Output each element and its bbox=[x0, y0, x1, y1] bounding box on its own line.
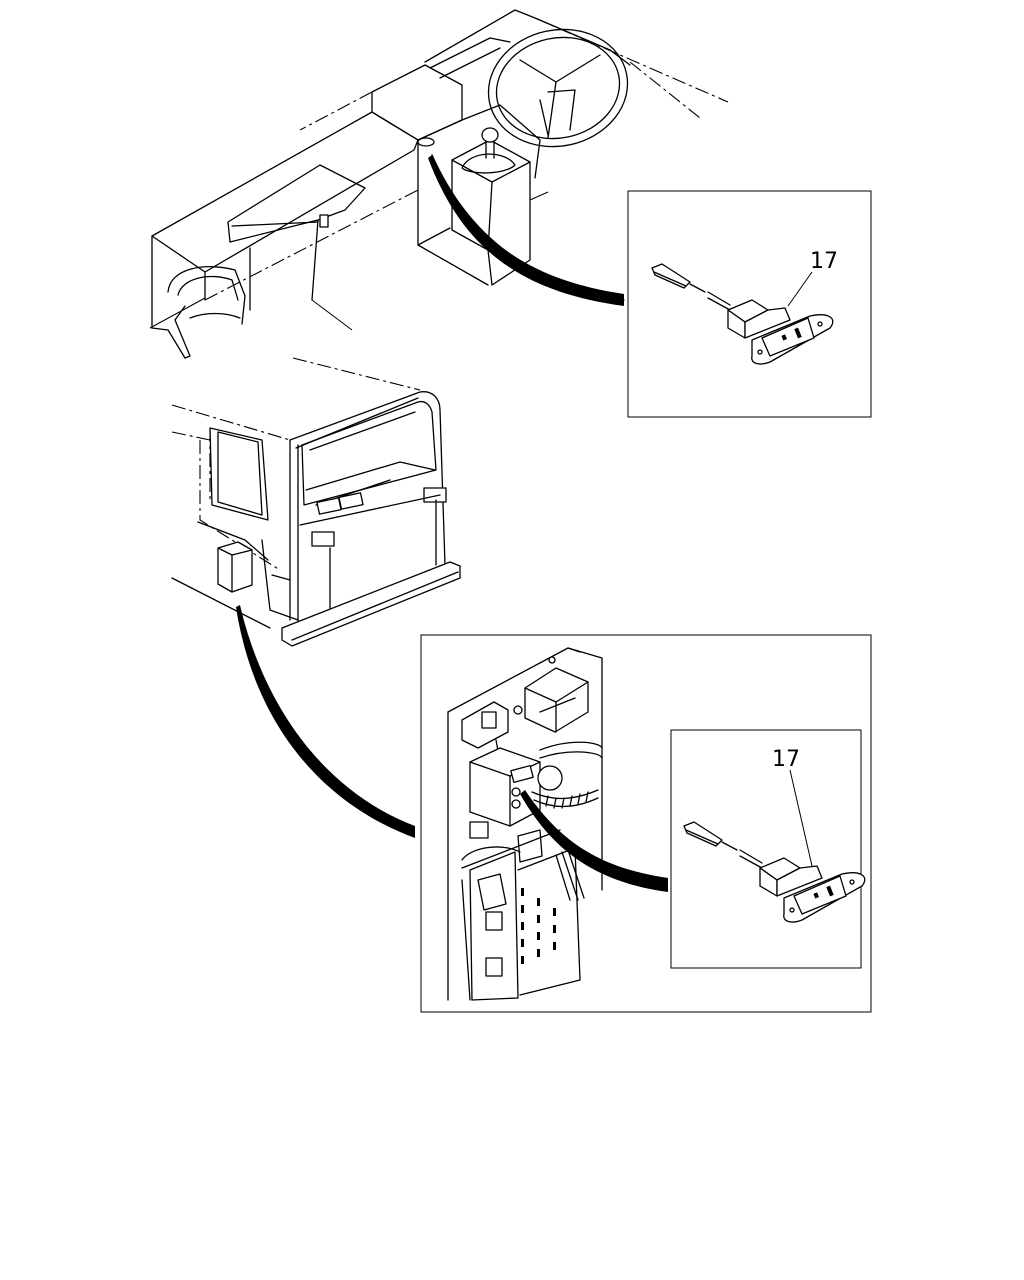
detail-box-fuse-panel bbox=[420, 634, 872, 1013]
fuse-terminals bbox=[521, 888, 556, 964]
part-number-17-label-inset: 17 bbox=[772, 747, 800, 772]
detail-inset-fusebox-switch: 17 bbox=[670, 729, 866, 969]
detail-box-dashboard-switch: 17 bbox=[627, 190, 872, 418]
part-number-17-label: 17 bbox=[810, 249, 838, 274]
cab-exterior-illustration bbox=[171, 357, 461, 838]
dashboard-illustration bbox=[149, 9, 729, 359]
